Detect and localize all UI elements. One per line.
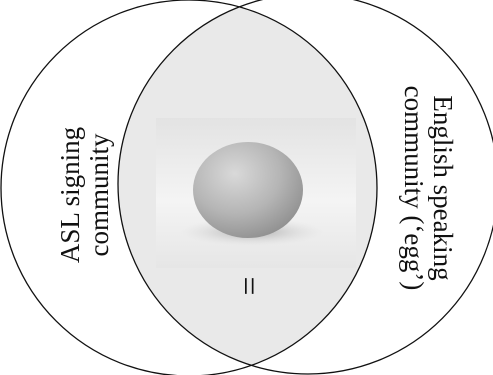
left-set-label-line-2: community [84,133,114,256]
right-set-circle [117,0,493,375]
right-set-label: English speaking community (‘egg’) [399,86,458,291]
right-set-label-line-2: community (‘egg’) [399,86,429,291]
left-set-label: ASL signing community [55,127,114,263]
left-set-label-line-1: ASL signing [55,127,85,263]
left-set-circle [0,0,378,375]
right-set-label-line-1: English speaking [428,95,458,280]
egg-photo [156,118,356,268]
equals-sign: = [230,276,267,295]
